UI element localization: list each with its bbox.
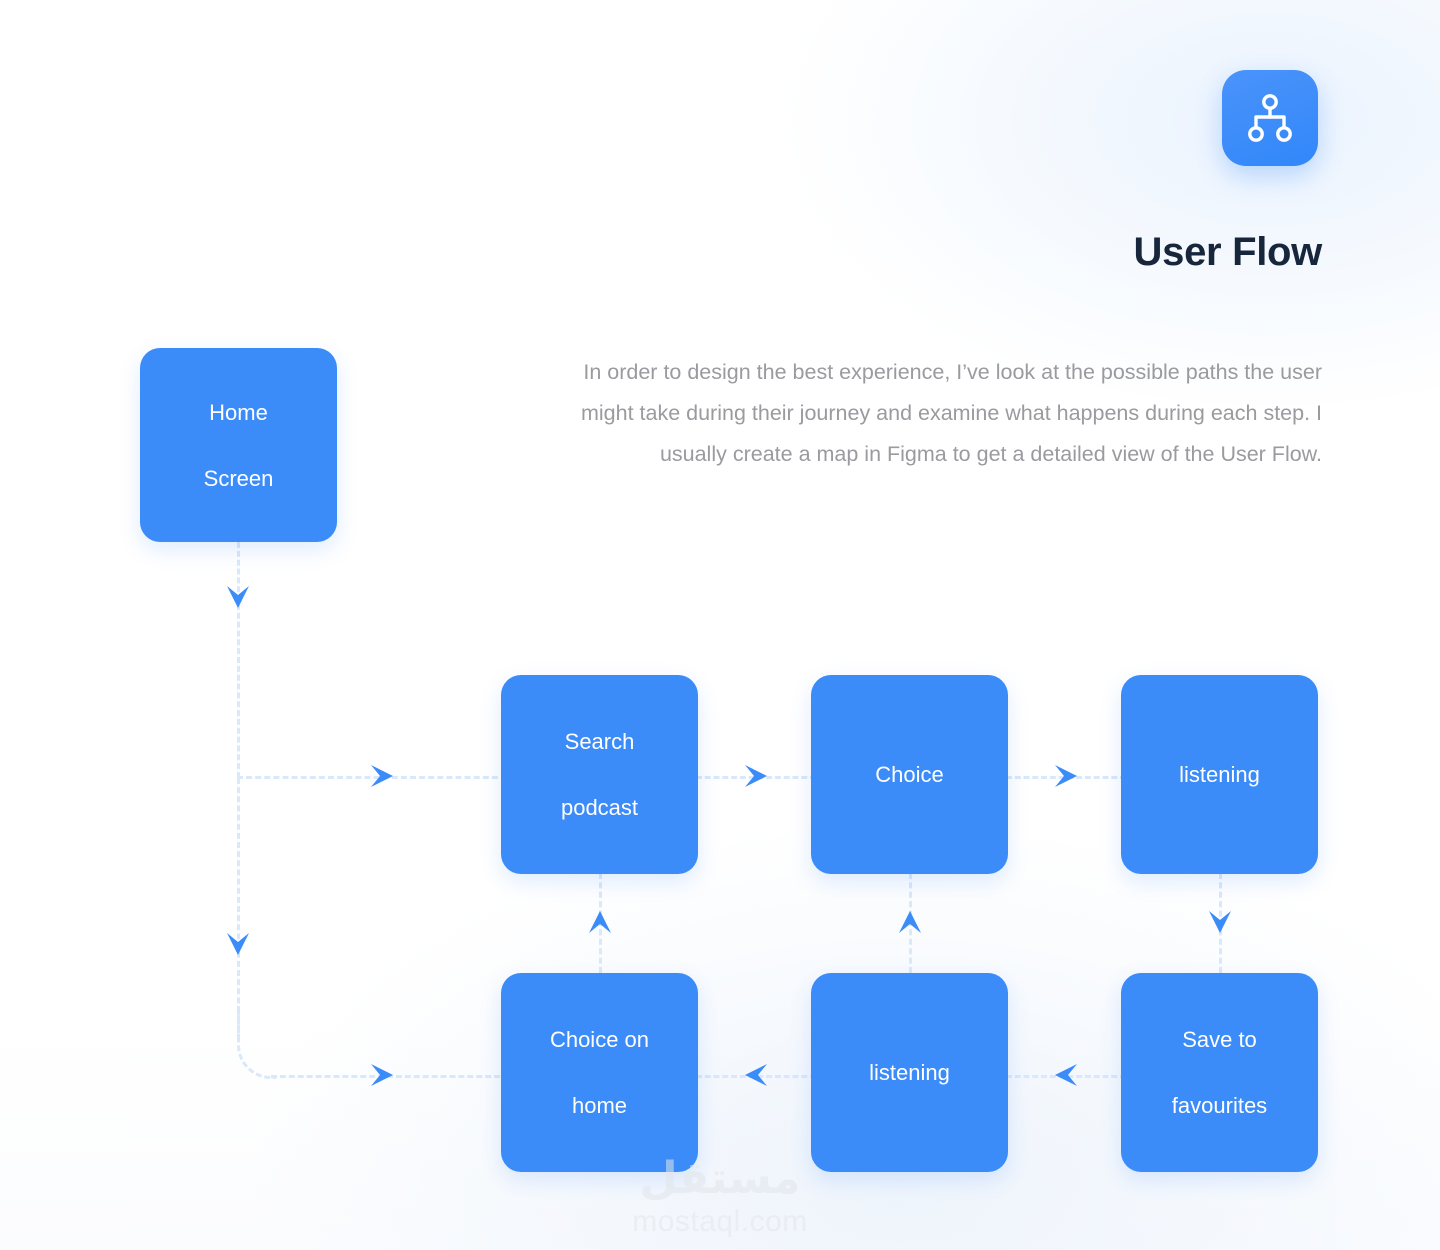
node-choice-on-home-line2: home: [571, 1093, 628, 1118]
arrow-left-listening-to-choicehome: [742, 1061, 770, 1089]
arrow-right-to-search: [368, 762, 396, 790]
node-choice-on-home-line1: Choice on: [549, 1027, 650, 1052]
intro-paragraph: In order to design the best experience, …: [580, 360, 1322, 466]
arrow-right-search-to-choice: [742, 762, 770, 790]
node-listening-top[interactable]: listening: [1121, 675, 1318, 874]
arrow-left-save-to-listening: [1052, 1061, 1080, 1089]
edge-home-to-choicehome-corner: [237, 1006, 276, 1079]
edge-home-to-search-horizontal: [237, 776, 507, 779]
node-save-to-favourites-line2: favourites: [1171, 1093, 1268, 1118]
node-listening-top-label: listening: [1179, 762, 1260, 787]
node-listening-bottom-label: listening: [869, 1060, 950, 1085]
sitemap-icon: [1222, 70, 1318, 166]
arrow-down-home-1: [224, 583, 252, 611]
node-choice-label: Choice: [875, 762, 944, 787]
node-save-to-favourites[interactable]: Save to favourites: [1121, 973, 1318, 1172]
node-choice-on-home[interactable]: Choice on home: [501, 973, 698, 1172]
arrow-right-choice-to-listening: [1052, 762, 1080, 790]
arrow-down-listening-to-save: [1206, 908, 1234, 936]
arrow-down-home-2: [224, 930, 252, 958]
node-choice[interactable]: Choice: [811, 675, 1008, 874]
node-search-podcast-line2: podcast: [560, 795, 639, 820]
node-listening-bottom[interactable]: listening: [811, 973, 1008, 1172]
edge-home-to-search-vertical: [237, 542, 240, 778]
node-search-podcast-line1: Search: [564, 729, 635, 754]
node-home-screen-line2: Screen: [203, 465, 274, 491]
page-title: User Flow: [1133, 230, 1323, 274]
watermark-domain: mostaql.com: [632, 1205, 808, 1238]
arrow-up-listening-to-choice: [896, 908, 924, 936]
edge-home-to-choicehome-vertical: [237, 778, 240, 1040]
node-search-podcast[interactable]: Search podcast: [501, 675, 698, 874]
node-save-to-favourites-line1: Save to: [1182, 1027, 1257, 1052]
arrow-right-to-choicehome: [368, 1061, 396, 1089]
node-home-screen[interactable]: Home Screen: [140, 348, 337, 542]
node-home-screen-line1: Home: [209, 399, 268, 425]
sitemap-icon-glyph: [1248, 94, 1292, 142]
arrow-up-choicehome-to-search: [586, 908, 614, 936]
